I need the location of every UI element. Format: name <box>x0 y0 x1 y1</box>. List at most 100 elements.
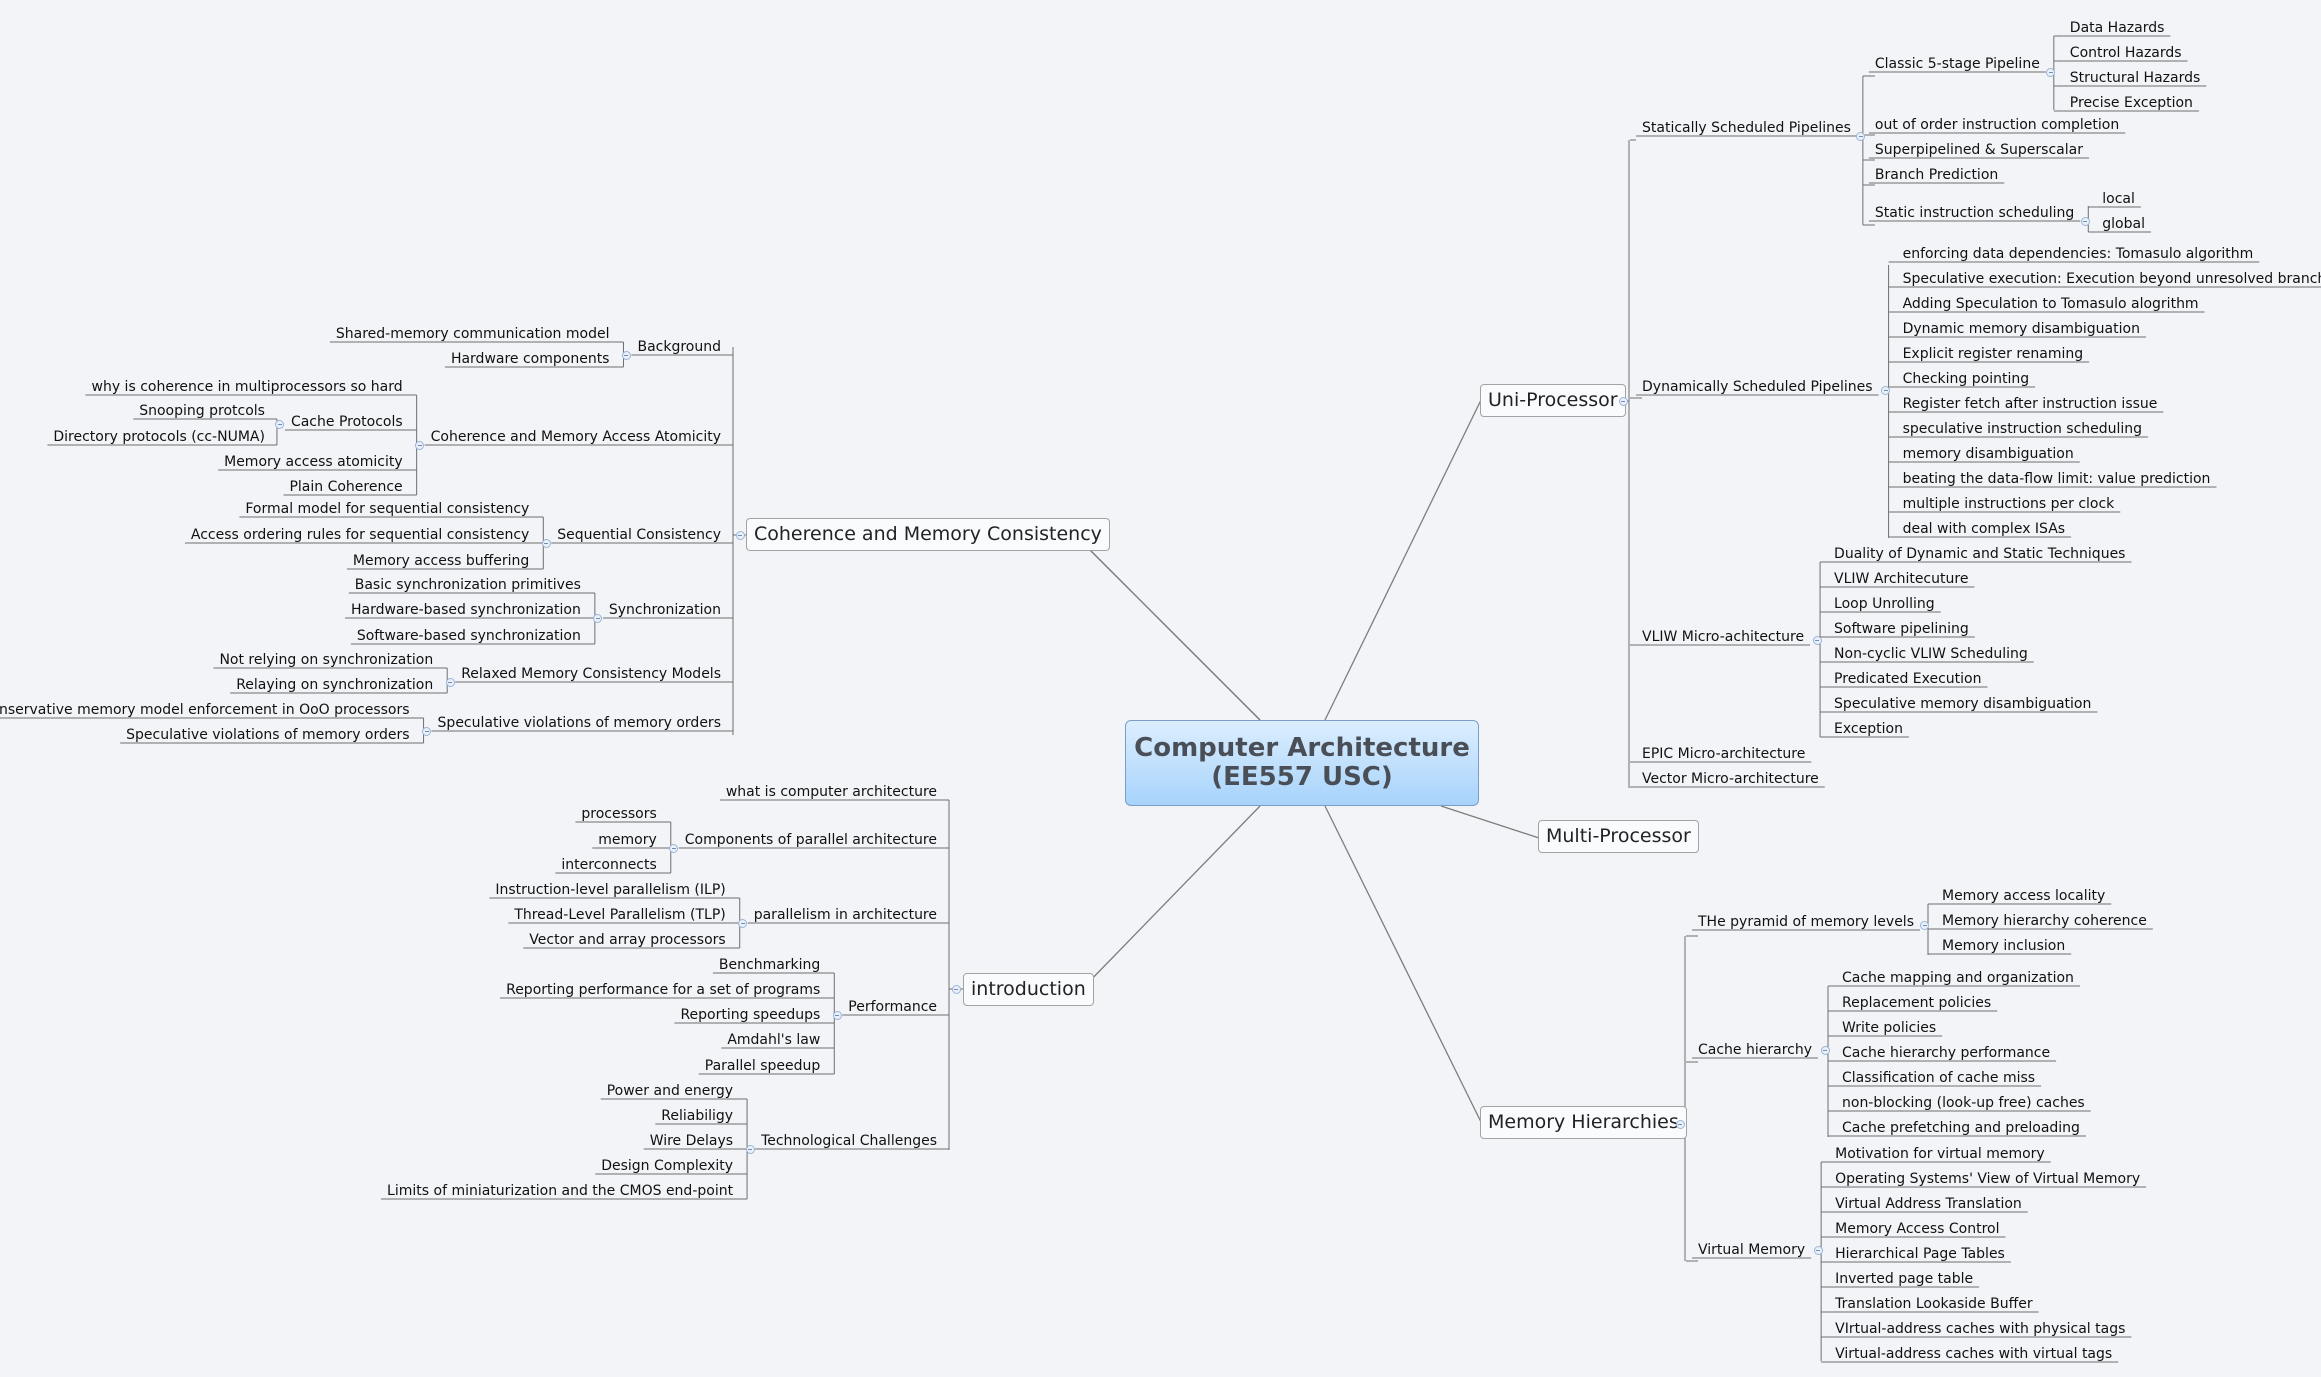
collapse-toggle-icon[interactable] <box>275 419 285 429</box>
topic-design-complexity[interactable]: Design Complexity <box>601 1158 734 1174</box>
topic-register-fetch-after-instruction-issue[interactable]: Register fetch after instruction issue <box>1902 396 2158 412</box>
collapse-toggle-icon[interactable] <box>1813 1245 1823 1255</box>
branch-uni-processor[interactable]: Uni-Processor <box>1480 384 1626 417</box>
topic-translation-lookaside-buffer[interactable]: Translation Lookaside Buffer <box>1835 1296 2033 1312</box>
topic-cache-hierarchy-performance[interactable]: Cache hierarchy performance <box>1842 1045 2051 1061</box>
topic-enforcing-data-dependencies-tomasulo-algorithm[interactable]: enforcing data dependencies: Tomasulo al… <box>1902 246 2254 262</box>
topic-memory-hierarchy-coherence[interactable]: Memory hierarchy coherence <box>1941 913 2147 929</box>
topic-plain-coherence[interactable]: Plain Coherence <box>289 479 403 495</box>
topic-synchronization[interactable]: Synchronization <box>608 602 721 618</box>
topic-vector-and-array-processors[interactable]: Vector and array processors <box>529 932 726 948</box>
topic-speculative-violations-of-memory-orders[interactable]: Speculative violations of memory orders <box>437 715 721 731</box>
topic-hardware-components[interactable]: Hardware components <box>450 351 610 367</box>
topic-reporting-performance-for-a-set-of-programs[interactable]: Reporting performance for a set of progr… <box>506 982 821 998</box>
topic-directory-protocols-cc-numa[interactable]: Directory protocols (cc-NUMA) <box>53 429 265 445</box>
collapse-toggle-icon[interactable] <box>832 1010 842 1020</box>
topic-data-hazards[interactable]: Data Hazards <box>2069 20 2165 36</box>
topic-hardware-based-synchronization[interactable]: Hardware-based synchronization <box>350 602 581 618</box>
collapse-toggle-icon[interactable] <box>745 1144 755 1154</box>
collapse-toggle-icon[interactable] <box>422 726 432 736</box>
collapse-toggle-icon[interactable] <box>738 918 748 928</box>
topic-cache-protocols[interactable]: Cache Protocols <box>290 414 403 430</box>
topic-virtual-address-caches-with-virtual-tags[interactable]: Virtual-address caches with virtual tags <box>1835 1346 2113 1362</box>
topic-statically-scheduled-pipelines[interactable]: Statically Scheduled Pipelines <box>1642 120 1851 136</box>
topic-the-pyramid-of-memory-levels[interactable]: THe pyramid of memory levels <box>1698 914 1914 930</box>
topic-conservative-memory-model-enforcement-in-ooo-processors[interactable]: Conservative memory model enforcement in… <box>0 702 410 718</box>
topic-memory-disambiguation[interactable]: memory disambiguation <box>1902 446 2074 462</box>
topic-memory-access-atomicity[interactable]: Memory access atomicity <box>224 454 403 470</box>
topic-wire-delays[interactable]: Wire Delays <box>649 1133 734 1149</box>
topic-speculative-execution-execution-beyond-unresolved-branches[interactable]: Speculative execution: Execution beyond … <box>1902 271 2321 287</box>
topic-adding-speculation-to-tomasulo-alogrithm[interactable]: Adding Speculation to Tomasulo alogrithm <box>1902 296 2199 312</box>
topic-sequential-consistency[interactable]: Sequential Consistency <box>557 527 721 543</box>
topic-loop-unrolling[interactable]: Loop Unrolling <box>1834 596 1935 612</box>
topic-vliw-architecuture[interactable]: VLIW Architecuture <box>1834 571 1969 587</box>
branch-introduction[interactable]: introduction <box>963 973 1094 1006</box>
collapse-toggle-icon[interactable] <box>951 984 961 994</box>
topic-virtual-address-caches-with-physical-tags[interactable]: VIrtual-address caches with physical tag… <box>1835 1321 2126 1337</box>
topic-processors[interactable]: processors <box>581 806 657 822</box>
collapse-toggle-icon[interactable] <box>541 538 551 548</box>
topic-virtual-address-translation[interactable]: Virtual Address Translation <box>1835 1196 2022 1212</box>
topic-multiple-instructions-per-clock[interactable]: multiple instructions per clock <box>1902 496 2115 512</box>
topic-background[interactable]: Background <box>637 339 721 355</box>
topic-speculative-memory-disambiguation[interactable]: Speculative memory disambiguation <box>1834 696 2092 712</box>
topic-relaying-on-synchronization[interactable]: Relaying on synchronization <box>236 677 434 693</box>
topic-memory-access-buffering[interactable]: Memory access buffering <box>352 553 530 569</box>
collapse-toggle-icon[interactable] <box>1618 396 1628 406</box>
topic-superpipelined-superscalar[interactable]: Superpipelined & Superscalar <box>1874 142 2083 158</box>
topic-non-cyclic-vliw-scheduling[interactable]: Non-cyclic VLIW Scheduling <box>1834 646 2028 662</box>
topic-cache-hierarchy[interactable]: Cache hierarchy <box>1698 1042 1813 1058</box>
topic-relaxed-memory-consistency-models[interactable]: Relaxed Memory Consistency Models <box>461 666 721 682</box>
topic-duality-of-dynamic-and-static-techniques[interactable]: Duality of Dynamic and Static Techniques <box>1834 546 2126 562</box>
central-topic[interactable]: Computer Architecture (EE557 USC) <box>1125 720 1479 806</box>
topic-checking-pointing[interactable]: Checking pointing <box>1902 371 2030 387</box>
collapse-toggle-icon[interactable] <box>1675 1119 1685 1129</box>
topic-dynamic-memory-disambiguation[interactable]: Dynamic memory disambiguation <box>1902 321 2140 337</box>
topic-cache-prefetching-and-preloading[interactable]: Cache prefetching and preloading <box>1842 1120 2080 1136</box>
topic-hierarchical-page-tables[interactable]: Hierarchical Page Tables <box>1835 1246 2005 1262</box>
topic-reporting-speedups[interactable]: Reporting speedups <box>680 1007 821 1023</box>
topic-global[interactable]: global <box>2102 216 2145 232</box>
topic-memory[interactable]: memory <box>598 832 657 848</box>
topic-predicated-execution[interactable]: Predicated Execution <box>1834 671 1982 687</box>
topic-inverted-page-table[interactable]: Inverted page table <box>1835 1271 1974 1287</box>
topic-classification-of-cache-miss[interactable]: Classification of cache miss <box>1842 1070 2036 1086</box>
collapse-toggle-icon[interactable] <box>2046 67 2056 77</box>
collapse-toggle-icon[interactable] <box>669 843 679 853</box>
branch-coherence-and-memory-consistency[interactable]: Coherence and Memory Consistency <box>746 518 1110 551</box>
topic-write-policies[interactable]: Write policies <box>1842 1020 1937 1036</box>
topic-vector-micro-architecture[interactable]: Vector Micro-architecture <box>1642 771 1819 787</box>
collapse-toggle-icon[interactable] <box>1820 1045 1830 1055</box>
topic-technological-challenges[interactable]: Technological Challenges <box>761 1133 937 1149</box>
topic-what-is-computer-architecture[interactable]: what is computer architecture <box>725 784 937 800</box>
topic-exception[interactable]: Exception <box>1834 721 1903 737</box>
topic-limits-of-miniaturization-and-the-cmos-end-point[interactable]: Limits of miniaturization and the CMOS e… <box>387 1183 734 1199</box>
collapse-toggle-icon[interactable] <box>1920 920 1930 930</box>
topic-basic-synchronization-primitives[interactable]: Basic synchronization primitives <box>354 577 581 593</box>
topic-speculative-instruction-scheduling[interactable]: speculative instruction scheduling <box>1902 421 2143 437</box>
topic-local[interactable]: local <box>2102 191 2135 207</box>
topic-epic-micro-architecture[interactable]: EPIC Micro-architecture <box>1642 746 1806 762</box>
topic-parallel-speedup[interactable]: Parallel speedup <box>704 1058 821 1074</box>
topic-deal-with-complex-isas[interactable]: deal with complex ISAs <box>1902 521 2066 537</box>
topic-amdahl-s-law[interactable]: Amdahl's law <box>727 1032 821 1048</box>
topic-software-pipelining[interactable]: Software pipelining <box>1834 621 1969 637</box>
collapse-toggle-icon[interactable] <box>1812 635 1822 645</box>
topic-precise-exception[interactable]: Precise Exception <box>2069 95 2193 111</box>
collapse-toggle-icon[interactable] <box>593 613 603 623</box>
collapse-toggle-icon[interactable] <box>415 440 425 450</box>
topic-control-hazards[interactable]: Control Hazards <box>2069 45 2182 61</box>
collapse-toggle-icon[interactable] <box>1881 385 1891 395</box>
topic-classic-5-stage-pipeline[interactable]: Classic 5-stage Pipeline <box>1874 56 2040 72</box>
topic-performance[interactable]: Performance <box>848 999 937 1015</box>
branch-memory-hierarchies[interactable]: Memory Hierarchies <box>1480 1106 1687 1139</box>
topic-explicit-register-renaming[interactable]: Explicit register renaming <box>1902 346 2084 362</box>
topic-thread-level-parallelism-tlp[interactable]: Thread-Level Parallelism (TLP) <box>514 907 726 923</box>
topic-not-relying-on-synchronization[interactable]: Not relying on synchronization <box>219 652 434 668</box>
topic-replacement-policies[interactable]: Replacement policies <box>1842 995 1992 1011</box>
topic-virtual-memory[interactable]: Virtual Memory <box>1698 1242 1806 1258</box>
topic-dynamically-scheduled-pipelines[interactable]: Dynamically Scheduled Pipelines <box>1642 379 1873 395</box>
topic-instruction-level-parallelism-ilp[interactable]: Instruction-level parallelism (ILP) <box>495 882 726 898</box>
topic-cache-mapping-and-organization[interactable]: Cache mapping and organization <box>1842 970 2074 986</box>
